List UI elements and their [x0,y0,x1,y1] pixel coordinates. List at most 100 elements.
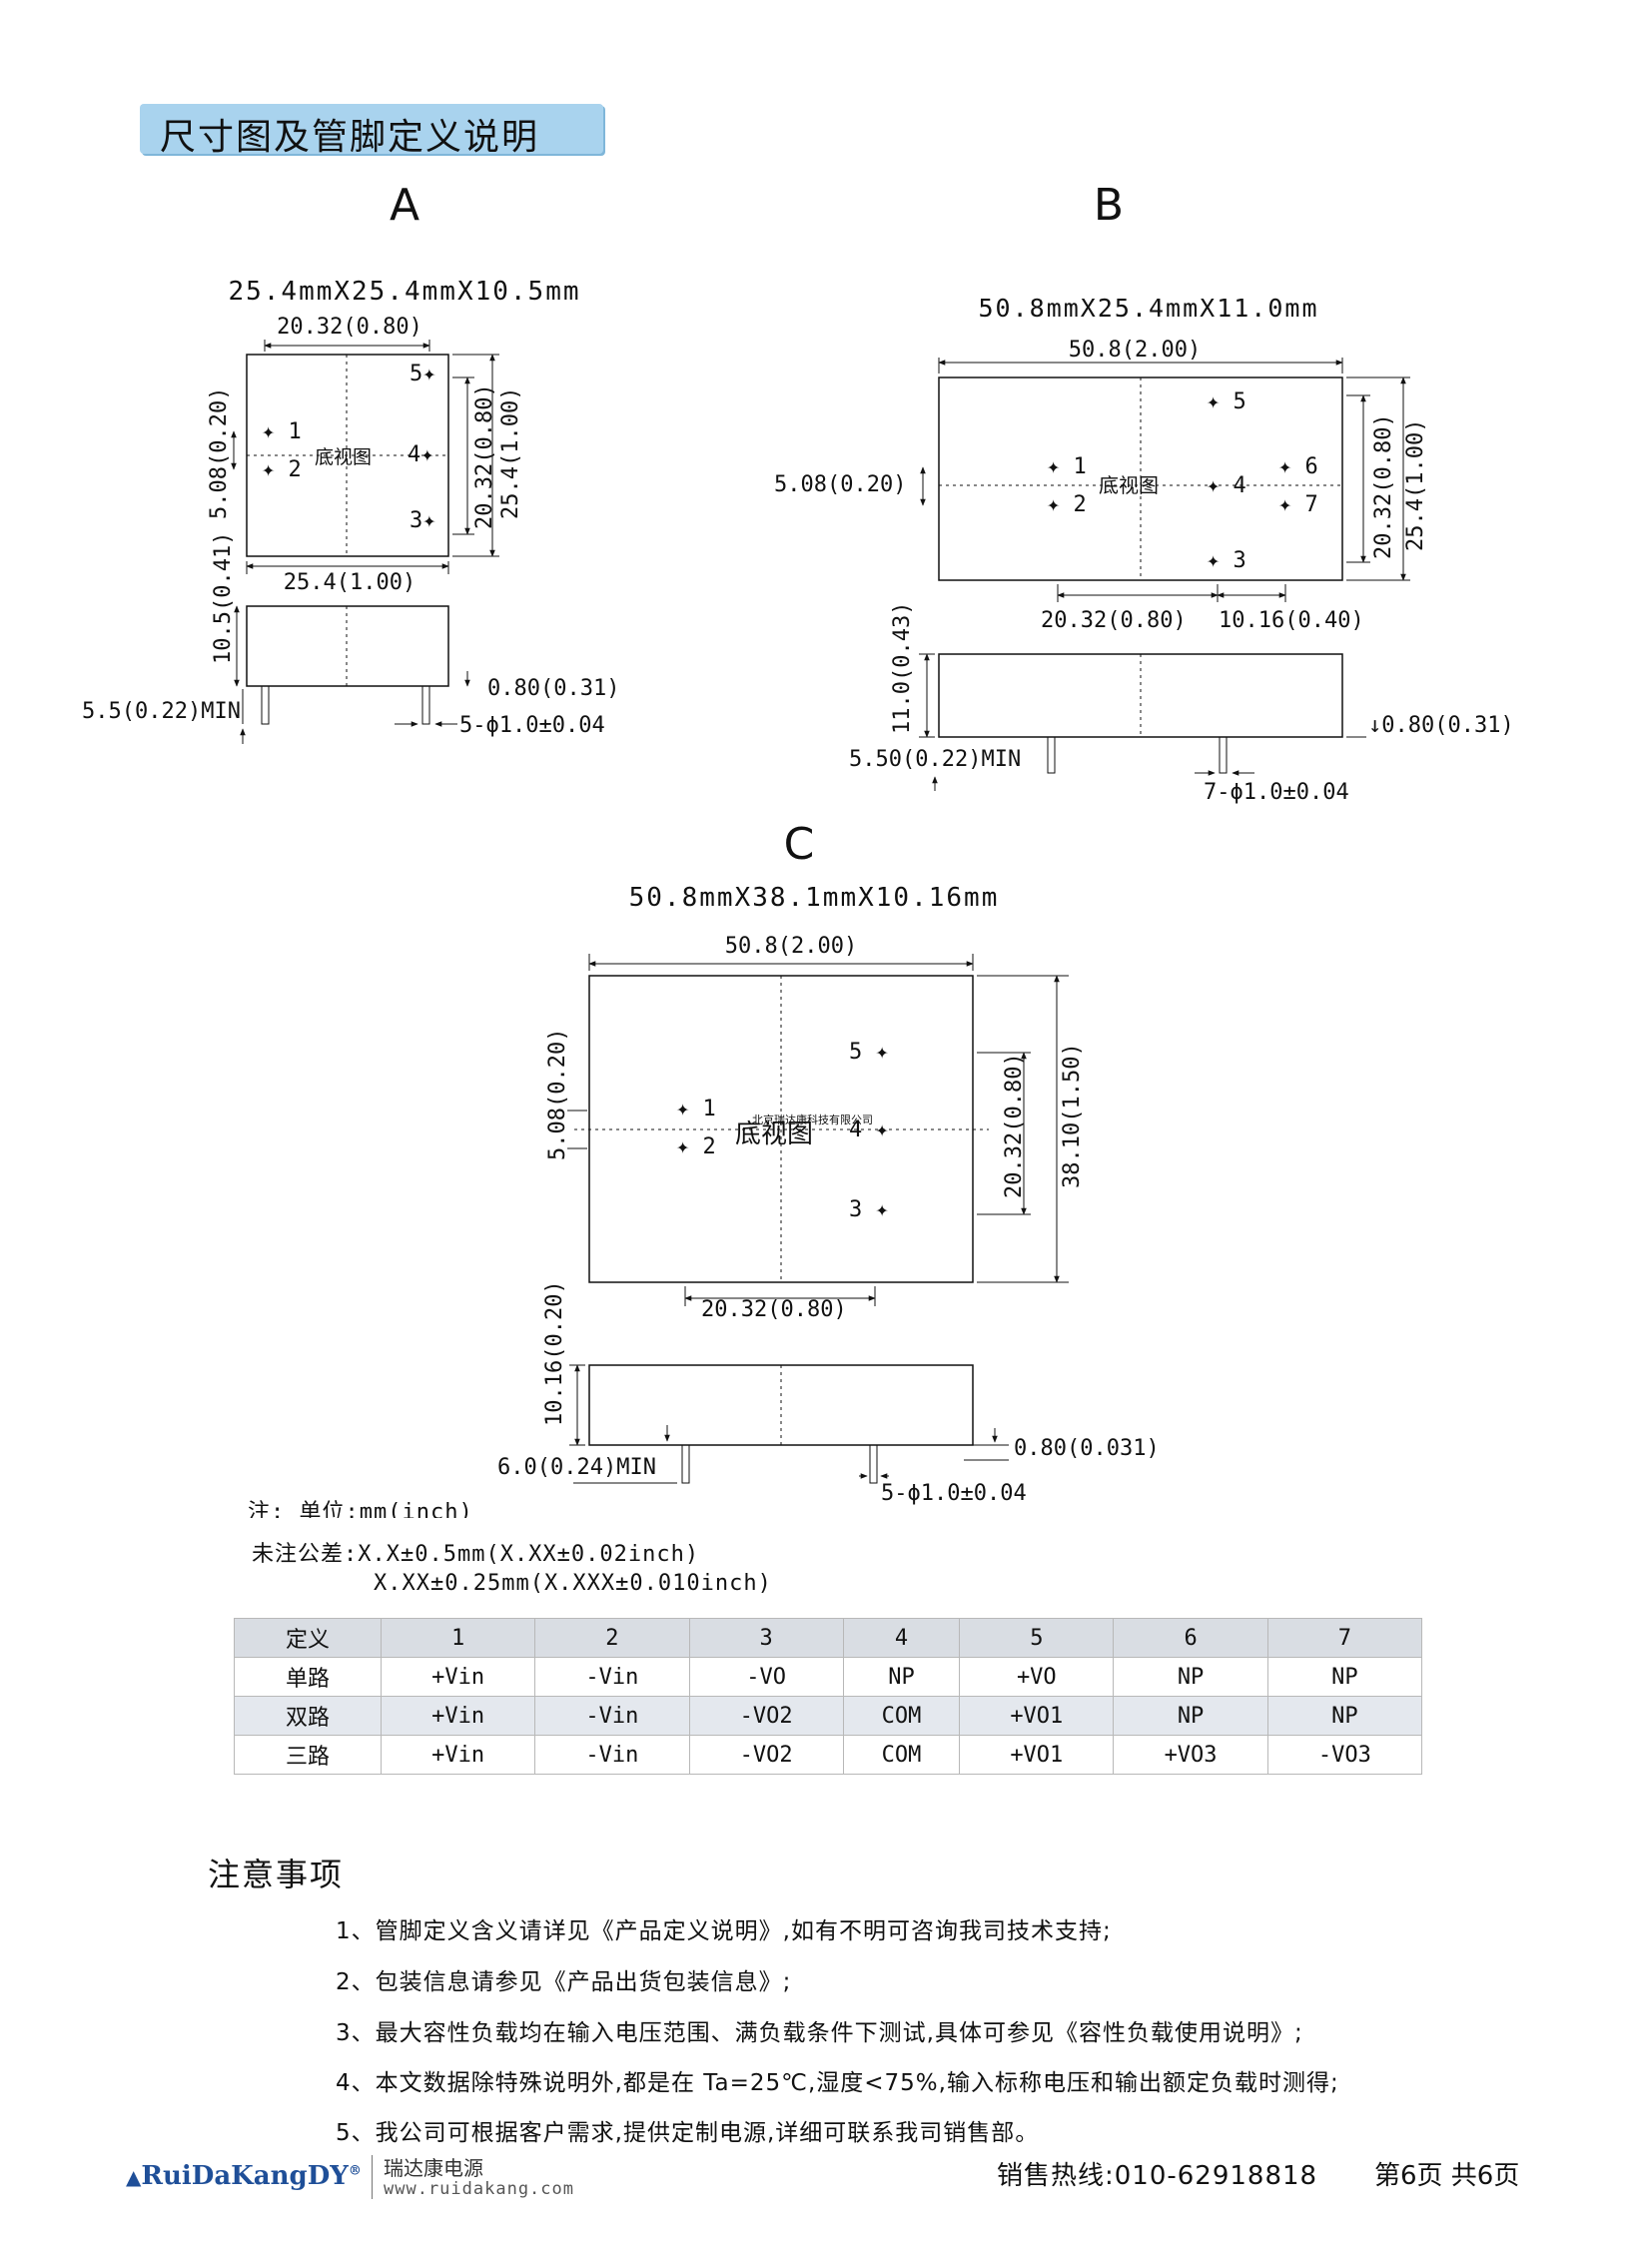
registered-mark: ® [348,2163,362,2179]
footer-divider [372,2155,373,2199]
table-header-cell: 1 [380,1618,536,1658]
pkg-b-bottom-pitch2: 10.16(0.40) [1219,608,1364,633]
table-cell: +VO [959,1657,1115,1697]
pkg-c-pin-2: ✦ 2 [676,1134,716,1159]
pkg-a-pin-5: 5✦ [410,362,436,386]
table-header-cell: 3 [688,1618,844,1658]
pkg-b-pin-2: ✦ 2 [1047,492,1087,517]
pkg-a-bottom-width: 25.4(1.00) [284,570,415,595]
table-cell: +Vin [380,1696,536,1736]
note-item: 3、最大容性负载均在输入电压范围、满负载条件下测试,具体可参见《容性负载使用说明… [336,2020,1303,2046]
note-item: 2、包装信息请参见《产品出货包装信息》; [336,1969,792,1995]
pkg-b-side-height: 11.0(0.43) [890,602,915,734]
package-a-drawing: A 25.4mmX25.4mmX10.5mm 20.32(0.80) 5.08(… [82,180,619,744]
logo-mountain-icon: ▲ [126,2165,142,2189]
pkg-c-top-width: 50.8(2.00) [725,934,857,959]
unit-note: 注: 单位:mm(inch) [248,1500,473,1518]
table-cell: NP [842,1657,961,1697]
dimension-drawings: A 25.4mmX25.4mmX10.5mm 20.32(0.80) 5.08(… [82,180,1514,1518]
table-cell: NP [1113,1657,1268,1697]
pkg-c-bottom-view: 底视图 [735,1120,813,1149]
pkg-b-outer-height: 25.4(1.00) [1403,419,1428,551]
pkg-c-pin-1: ✦ 1 [676,1097,716,1121]
table-cell: COM [842,1735,961,1775]
table-header-cell: 5 [959,1618,1115,1658]
pkg-b-pin-7: ✦ 7 [1278,492,1318,517]
table-cell: -VO2 [688,1735,844,1775]
pkg-a-pin-4: 4✦ [408,442,434,467]
pkg-a-inner-height: 20.32(0.80) [472,383,497,529]
table-cell: -VO3 [1266,1735,1423,1775]
note-item: 4、本文数据除特殊说明外,都是在 Ta=25℃,湿度<75%,输入标称电压和输出… [336,2070,1339,2096]
tolerance-line-2: X.XX±0.25mm(X.XXX±0.010inch) [374,1571,772,1596]
company-logo: ▲RuiDaKangDY® [126,2161,362,2191]
table-cell: +VO1 [959,1696,1115,1736]
table-header-cell: 4 [842,1618,961,1658]
table-cell: +VO3 [1113,1735,1268,1775]
pkg-b-pin-3: ✦ 3 [1207,548,1246,573]
pkg-c-pin-length: 6.0(0.24)MIN [497,1455,656,1480]
table-cell: +Vin [380,1657,536,1697]
note-item: 1、管脚定义含义请详见《产品定义说明》,如有不明可咨询我司技术支持; [336,1918,1112,1944]
table-cell: -VO [688,1657,844,1697]
package-c-drawing: C 50.8mmX38.1mmX10.16mm 50.8(2.00) 5.08(… [497,819,1160,1506]
company-url[interactable]: www.ruidakang.com [384,2179,574,2199]
pkg-c-watermark: 北京瑞达康科技有限公司 [752,1113,873,1126]
pkg-b-pin-spec: 7-ϕ1.0±0.04 [1204,780,1349,805]
page-number: 第6页 共6页 [1374,2161,1520,2191]
pkg-a-side-height: 10.5(0.41) [211,532,236,664]
pkg-a-outer-height: 25.4(1.00) [498,387,523,519]
pkg-a-pin-1: ✦ 1 [262,419,302,444]
table-header-row: 定义 1 2 3 4 5 6 7 [234,1618,1423,1658]
pkg-c-pin-3: 3 ✦ [849,1197,889,1222]
table-row: 双路 +Vin -Vin -VO2 COM +VO1 NP NP [234,1696,1423,1736]
pkg-b-pin-4: ✦ 4 [1207,473,1246,498]
pkg-c-size: 50.8mmX38.1mmX10.16mm [629,883,1000,913]
pkg-a-pin-spec: 5-ϕ1.0±0.04 [459,713,605,738]
table-cell: 单路 [234,1657,382,1697]
table-cell: -VO2 [688,1696,844,1736]
table-cell: COM [842,1696,961,1736]
sales-hotline: 销售热线:010-62918818 [997,2161,1318,2191]
table-cell: -Vin [534,1696,690,1736]
note-item: 5、我公司可根据客户需求,提供定制电源,详细可联系我司销售部。 [336,2120,1040,2146]
pkg-c-left-offset: 5.08(0.20) [545,1029,570,1160]
table-header-cell: 定义 [234,1618,382,1658]
pkg-b-pin-6: ✦ 6 [1278,454,1318,479]
table-cell: NP [1113,1696,1268,1736]
table-cell: 双路 [234,1696,382,1736]
pkg-c-bottom-pitch: 20.32(0.80) [701,1297,847,1322]
table-row: 三路 +Vin -Vin -VO2 COM +VO1 +VO3 -VO3 [234,1735,1423,1775]
pkg-c-pin-5: 5 ✦ [849,1040,889,1065]
pkg-b-pin-length: 5.50(0.22)MIN [849,747,1021,772]
pkg-a-top-pitch: 20.32(0.80) [277,315,422,340]
section-title-banner: 尺寸图及管脚定义说明 [140,104,603,158]
table-header-cell: 2 [534,1618,690,1658]
table-cell: +VO1 [959,1735,1115,1775]
pkg-b-letter: B [1094,180,1124,231]
pkg-b-top-width: 50.8(2.00) [1069,338,1201,363]
table-row: 单路 +Vin -Vin -VO NP +VO NP NP [234,1657,1423,1697]
pkg-a-size: 25.4mmX25.4mmX10.5mm [228,277,580,307]
table-cell: 三路 [234,1735,382,1775]
pkg-c-inner-height: 20.32(0.80) [1002,1053,1027,1198]
table-cell: -Vin [534,1657,690,1697]
pin-definition-table: 定义 1 2 3 4 5 6 7 单路 +Vin -Vin -VO NP +VO… [234,1618,1423,1775]
pkg-c-side-height: 10.16(0.20) [542,1280,567,1426]
pkg-a-letter: A [390,180,419,231]
pkg-a-pin-length: 5.5(0.22)MIN [82,699,241,724]
pkg-c-pin-spec: 5-ϕ1.0±0.04 [881,1481,1027,1506]
pkg-b-bottom-pitch1: 20.32(0.80) [1041,608,1187,633]
section-title: 尺寸图及管脚定义说明 [160,117,540,158]
tolerance-line-1: 未注公差:X.X±0.5mm(X.XX±0.02inch) [252,1542,700,1567]
pkg-a-pin-2: ✦ 2 [262,457,302,482]
pkg-b-inner-height: 20.32(0.80) [1371,413,1396,559]
table-cell: +Vin [380,1735,536,1775]
pkg-c-letter: C [784,819,815,870]
pkg-a-standoff: 0.80(0.31) [487,676,619,701]
pkg-b-left-offset: 5.08(0.20) [774,472,906,497]
pkg-c-standoff: 0.80(0.031) [1014,1436,1160,1461]
table-cell: NP [1266,1657,1423,1697]
pkg-c-outer-height: 38.10(1.50) [1060,1043,1085,1188]
pkg-a-pin-3: 3✦ [410,508,436,533]
